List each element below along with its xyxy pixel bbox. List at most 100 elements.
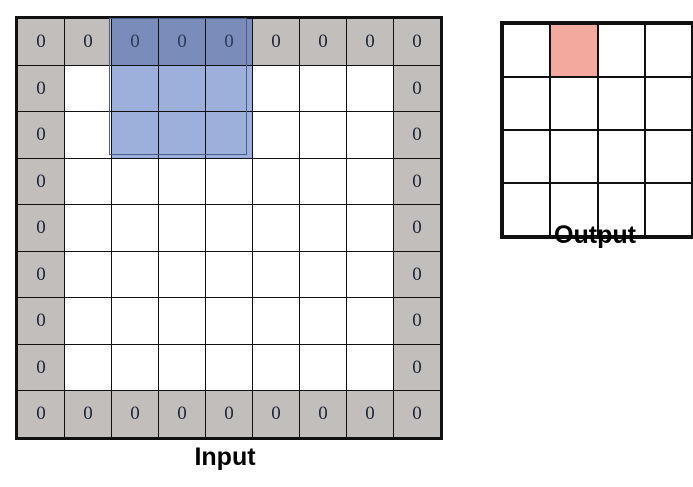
input-cell-r8-c7[interactable]: 0 [346,390,394,438]
input-cell-r0-c7[interactable]: 0 [346,18,394,66]
output-cell-r0-c0[interactable] [501,23,552,78]
input-cell-r6-c3[interactable] [158,297,206,345]
input-cell-r0-c8[interactable]: 0 [393,18,441,66]
output-cell-r3-c0[interactable] [501,182,552,237]
input-cell-r4-c5[interactable] [252,204,300,252]
input-cell-r2-c5[interactable] [252,111,300,159]
output-cell-r3-c3[interactable] [643,182,693,237]
input-cell-r1-c3[interactable] [158,64,206,112]
input-cell-r8-c5[interactable]: 0 [252,390,300,438]
output-cell-r2-c3[interactable] [643,129,693,184]
input-cell-r5-c6[interactable] [299,250,347,298]
input-cell-r6-c5[interactable] [252,297,300,345]
input-cell-r6-c4[interactable] [205,297,253,345]
input-cell-r3-c7[interactable] [346,157,394,205]
input-cell-r2-c8[interactable]: 0 [393,111,441,159]
input-cell-r2-c2[interactable] [111,111,159,159]
input-cell-r2-c7[interactable] [346,111,394,159]
input-cell-r8-c0[interactable]: 0 [17,390,65,438]
input-cell-r1-c4[interactable] [205,64,253,112]
input-cell-r7-c2[interactable] [111,343,159,391]
output-cell-r1-c0[interactable] [501,76,552,131]
output-grid[interactable] [500,21,693,239]
input-cell-r6-c0[interactable]: 0 [17,297,65,345]
output-cell-r0-c1[interactable] [549,23,599,78]
input-cell-r7-c1[interactable] [64,343,112,391]
input-cell-r8-c6[interactable]: 0 [299,390,347,438]
output-cell-r3-c1[interactable] [549,182,599,237]
input-cell-r6-c2[interactable] [111,297,159,345]
input-cell-r7-c3[interactable] [158,343,206,391]
output-cell-r2-c2[interactable] [596,129,646,184]
input-cell-r7-c6[interactable] [299,343,347,391]
input-cell-r7-c5[interactable] [252,343,300,391]
output-caption: Output [554,221,636,249]
input-cell-r6-c8[interactable]: 0 [393,297,441,345]
output-cell-r2-c0[interactable] [501,129,552,184]
input-cell-r8-c1[interactable]: 0 [64,390,112,438]
output-cell-r1-c3[interactable] [643,76,693,131]
input-cell-r1-c7[interactable] [346,64,394,112]
input-cell-r2-c6[interactable] [299,111,347,159]
input-cell-r4-c0[interactable]: 0 [17,204,65,252]
input-cell-r2-c3[interactable] [158,111,206,159]
input-cell-r5-c7[interactable] [346,250,394,298]
input-cell-r5-c3[interactable] [158,250,206,298]
input-cell-r3-c3[interactable] [158,157,206,205]
input-cell-r4-c1[interactable] [64,204,112,252]
output-cell-r1-c2[interactable] [596,76,646,131]
input-cell-r4-c7[interactable] [346,204,394,252]
input-cell-r4-c6[interactable] [299,204,347,252]
output-cell-r1-c1[interactable] [549,76,599,131]
input-cell-r6-c6[interactable] [299,297,347,345]
input-cell-r5-c4[interactable] [205,250,253,298]
input-cell-r1-c1[interactable] [64,64,112,112]
input-cell-r8-c4[interactable]: 0 [205,390,253,438]
input-cell-r5-c1[interactable] [64,250,112,298]
input-cell-r0-c0[interactable]: 0 [17,18,65,66]
input-cell-r6-c1[interactable] [64,297,112,345]
input-cell-r5-c2[interactable] [111,250,159,298]
output-cell-r0-c3[interactable] [643,23,693,78]
input-cell-r4-c4[interactable] [205,204,253,252]
input-cell-r7-c8[interactable]: 0 [393,343,441,391]
output-cell-r0-c2[interactable] [596,23,646,78]
input-cell-r6-c7[interactable] [346,297,394,345]
input-cell-r0-c1[interactable]: 0 [64,18,112,66]
input-cell-r8-c2[interactable]: 0 [111,390,159,438]
input-cell-r3-c0[interactable]: 0 [17,157,65,205]
input-cell-r7-c7[interactable] [346,343,394,391]
input-cell-r5-c0[interactable]: 0 [17,250,65,298]
input-cell-r0-c3[interactable]: 0 [158,18,206,66]
input-cell-r7-c4[interactable] [205,343,253,391]
input-cell-r4-c8[interactable]: 0 [393,204,441,252]
input-cell-r3-c2[interactable] [111,157,159,205]
input-cell-r1-c8[interactable]: 0 [393,64,441,112]
input-cell-r3-c8[interactable]: 0 [393,157,441,205]
input-cell-r1-c6[interactable] [299,64,347,112]
input-cell-r1-c2[interactable] [111,64,159,112]
input-cell-r0-c6[interactable]: 0 [299,18,347,66]
input-cell-r8-c3[interactable]: 0 [158,390,206,438]
input-cell-r5-c8[interactable]: 0 [393,250,441,298]
input-cell-r1-c5[interactable] [252,64,300,112]
input-cell-r1-c0[interactable]: 0 [17,64,65,112]
input-cell-r7-c0[interactable]: 0 [17,343,65,391]
input-cell-r8-c8[interactable]: 0 [393,390,441,438]
input-cell-r0-c4[interactable]: 0 [205,18,253,66]
input-cell-r2-c1[interactable] [64,111,112,159]
input-cell-r3-c5[interactable] [252,157,300,205]
output-cell-r3-c2[interactable] [596,182,646,237]
input-cell-r0-c5[interactable]: 0 [252,18,300,66]
input-cell-r5-c5[interactable] [252,250,300,298]
input-cell-r2-c4[interactable] [205,111,253,159]
input-cell-r4-c3[interactable] [158,204,206,252]
input-cell-r3-c6[interactable] [299,157,347,205]
input-cell-r3-c1[interactable] [64,157,112,205]
input-cell-r2-c0[interactable]: 0 [17,111,65,159]
input-cell-r3-c4[interactable] [205,157,253,205]
input-cell-r4-c2[interactable] [111,204,159,252]
input-cell-r0-c2[interactable]: 0 [111,18,159,66]
output-cell-r2-c1[interactable] [549,129,599,184]
